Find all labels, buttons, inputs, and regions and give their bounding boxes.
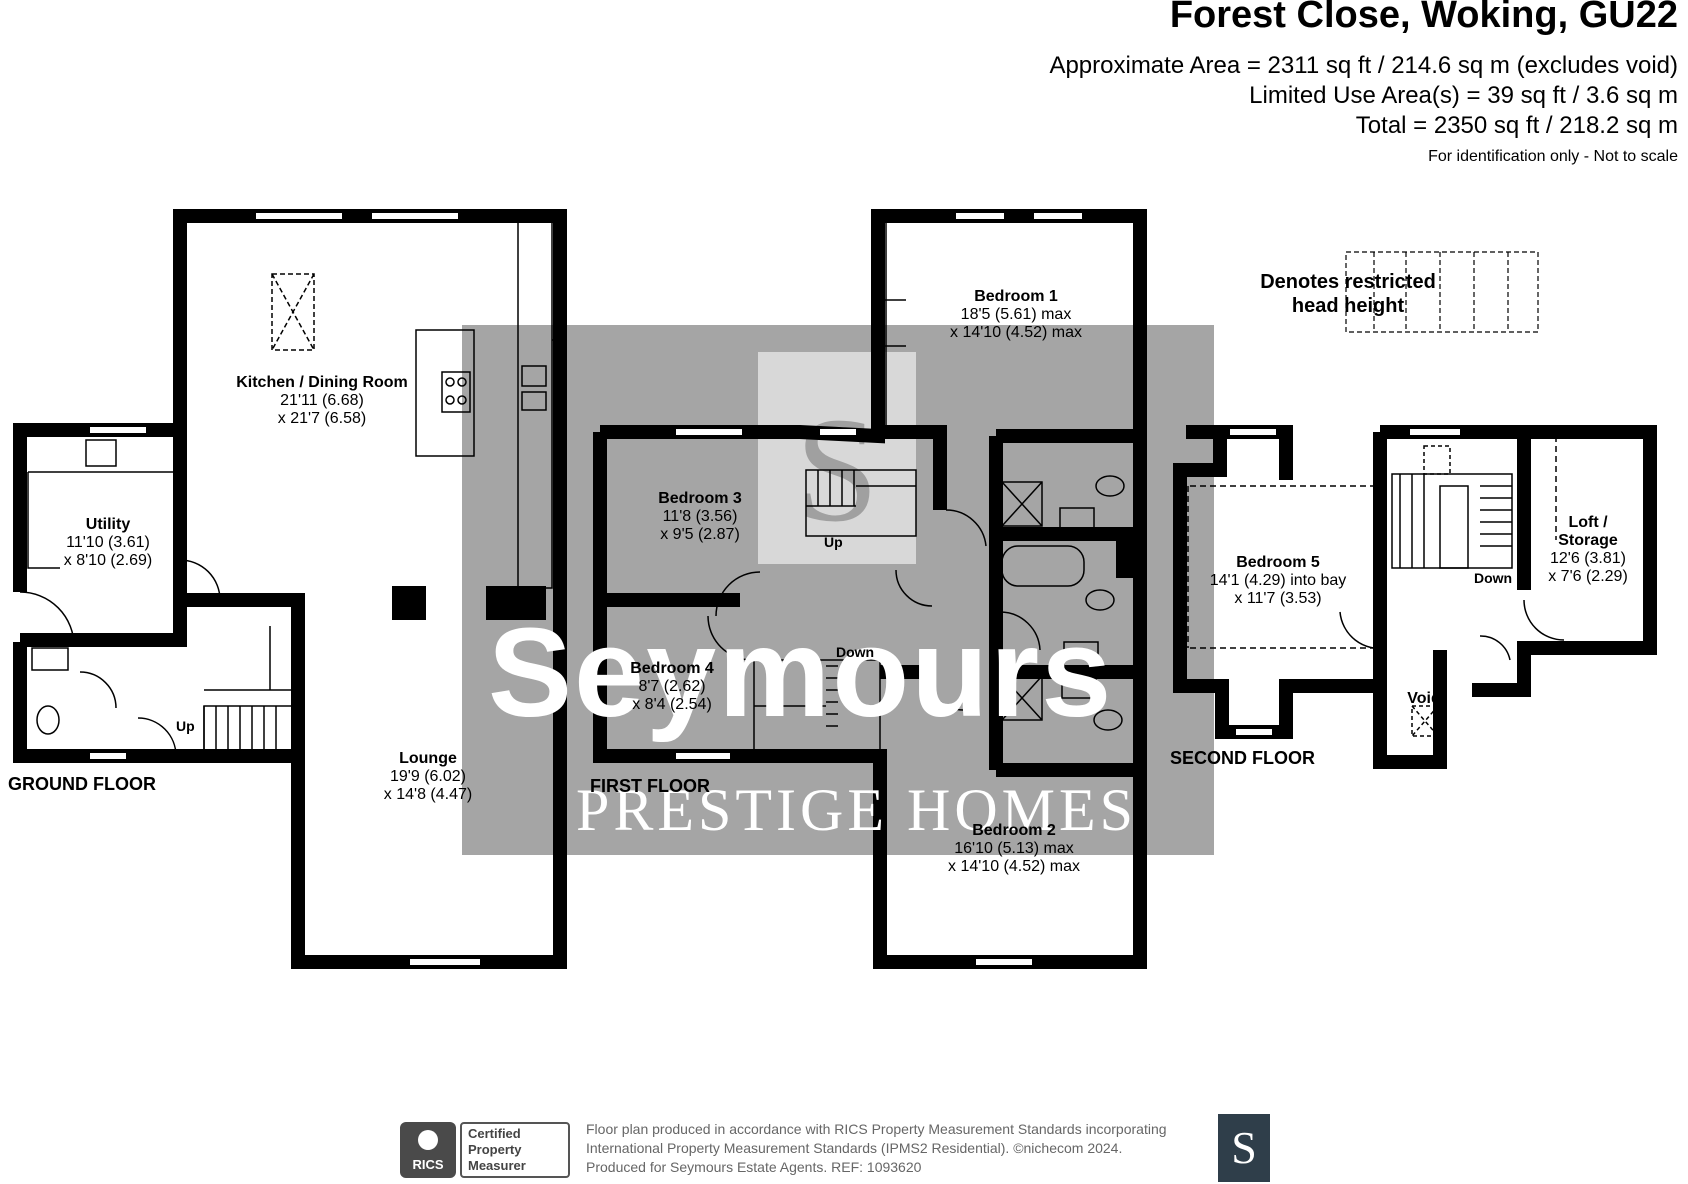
floor-label-first: FIRST FLOOR bbox=[590, 776, 710, 796]
room-loft-storage: Loft / Storage 12'6 (3.81) x 7'6 (2.29) bbox=[1548, 514, 1628, 585]
watermark-logo-square bbox=[758, 352, 916, 564]
watermark-brand: Seymours bbox=[488, 602, 1114, 743]
limited-use-area: Limited Use Area(s) = 39 sq ft / 3.6 sq … bbox=[1249, 82, 1678, 109]
sink-icon bbox=[521, 365, 547, 387]
legend-box bbox=[1345, 251, 1539, 333]
utility-sink-icon bbox=[85, 439, 117, 467]
shower-tray-1 bbox=[1001, 481, 1043, 527]
bath-icon bbox=[1001, 545, 1085, 587]
skylight bbox=[271, 273, 315, 351]
footer-text: Floor plan produced in accordance with R… bbox=[586, 1121, 1167, 1175]
room-kitchen: Kitchen / Dining Room 21'11 (6.68) x 21'… bbox=[236, 374, 408, 427]
shower-tray-2 bbox=[1001, 675, 1043, 721]
basin-icon bbox=[31, 647, 69, 671]
ground-stairs bbox=[203, 626, 295, 751]
room-void: Void bbox=[1407, 690, 1441, 707]
wall-kitchen-lounge bbox=[173, 209, 567, 969]
stair-label-ground-up: Up bbox=[176, 718, 195, 734]
room-lounge: Lounge 19'9 (6.02) x 14'8 (4.47) bbox=[383, 750, 473, 803]
stair-label-first-down: Down bbox=[836, 644, 875, 660]
room-bedroom-3: Bedroom 3 11'8 (3.56) x 9'5 (2.87) bbox=[658, 490, 742, 543]
stair-label-second-down: Down bbox=[1474, 570, 1513, 586]
toilet-icon bbox=[36, 705, 60, 735]
room-bedroom-4: Bedroom 4 8'7 (2.62) x 8'4 (2.54) bbox=[630, 660, 714, 713]
rics-logo: RICS bbox=[400, 1122, 456, 1178]
property-title: Forest Close, Woking, GU22 bbox=[1169, 0, 1678, 36]
watermark-tagline: PRESTIGE HOMES bbox=[576, 777, 1138, 843]
certified-measurer-badge: Certified Property Measurer bbox=[460, 1122, 570, 1178]
wall-second-floor bbox=[1186, 425, 1293, 480]
legend-label: Denotes restricted head height bbox=[1260, 271, 1436, 317]
room-utility: Utility 11'10 (3.61) x 8'10 (2.69) bbox=[63, 516, 153, 569]
disclaimer: For identification only - Not to scale bbox=[1428, 148, 1678, 165]
first-floor-stairs bbox=[753, 469, 917, 753]
rics-badge: RICS Certified Property Measurer bbox=[400, 1122, 572, 1178]
second-floor-stairs bbox=[1391, 445, 1513, 569]
hob-icon bbox=[441, 371, 471, 413]
floor-label-ground: GROUND FLOOR bbox=[8, 774, 156, 794]
agent-logo: S bbox=[1218, 1114, 1270, 1182]
approx-area: Approximate Area = 2311 sq ft / 214.6 sq… bbox=[1049, 52, 1678, 79]
room-bedroom-1: Bedroom 1 18'5 (5.61) max x 14'10 (4.52)… bbox=[949, 288, 1083, 341]
floor-label-second: SECOND FLOOR bbox=[1170, 748, 1316, 768]
kitchen-island bbox=[415, 329, 475, 457]
room-bedroom-2: Bedroom 2 16'10 (5.13) max x 14'10 (4.52… bbox=[947, 822, 1081, 875]
chimney-block bbox=[392, 586, 426, 620]
room-bedroom-5: Bedroom 5 14'1 (4.29) into bay x 11'7 (3… bbox=[1209, 554, 1347, 607]
stair-label-first-up: Up bbox=[824, 534, 843, 550]
total-area: Total = 2350 sq ft / 218.2 sq m bbox=[1355, 112, 1678, 139]
